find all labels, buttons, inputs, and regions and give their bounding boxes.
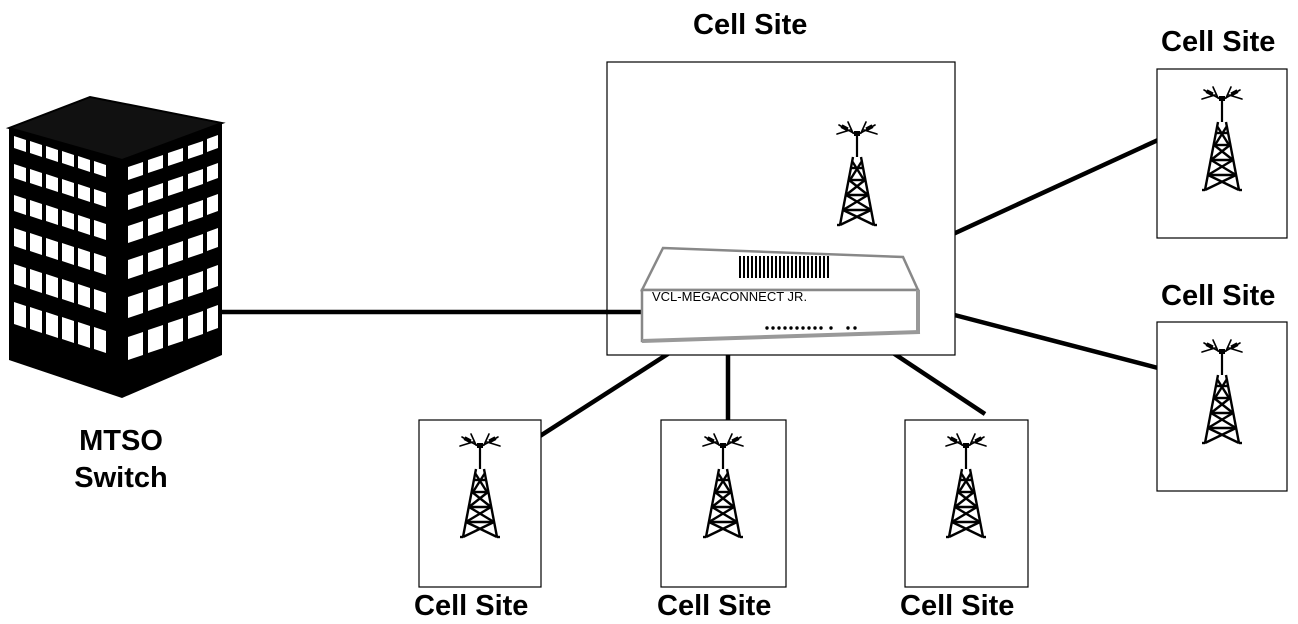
cell-site-right-mid-box xyxy=(1156,321,1288,492)
vent-grille-icon xyxy=(739,256,829,278)
device-label: VCL-MEGACONNECT JR. xyxy=(652,289,808,304)
cell-site-bottom-left-label: Cell Site xyxy=(414,590,529,622)
mtso-switch-label: MTSO Switch xyxy=(51,423,191,497)
cell-site-right-top-label: Cell Site xyxy=(1161,26,1276,58)
cell-site-central-label: Cell Site xyxy=(693,9,808,41)
mtso-building-icon xyxy=(5,95,226,398)
link-device-bottom-left xyxy=(538,339,690,438)
mtso-label-line2: Switch xyxy=(74,462,168,494)
cell-site-right-top-box xyxy=(1156,68,1288,239)
link-device-right-mid xyxy=(919,303,1159,371)
cell-site-bottom-mid-label: Cell Site xyxy=(657,590,772,622)
mtso-label-line1: MTSO xyxy=(79,425,163,457)
vcl-megaconnect-device xyxy=(639,246,921,343)
status-led-row xyxy=(765,326,857,330)
cell-site-bottom-right-label: Cell Site xyxy=(900,590,1015,622)
cell-site-right-mid-label: Cell Site xyxy=(1161,280,1276,312)
